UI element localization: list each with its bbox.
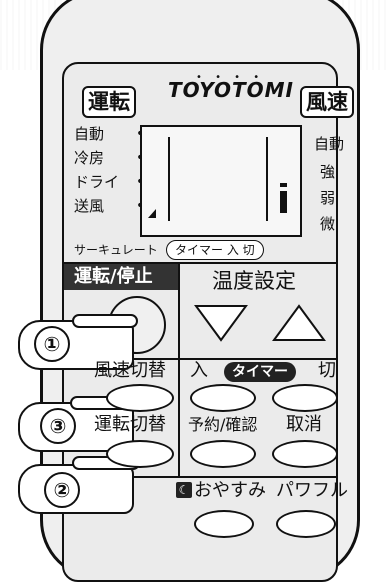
temperature-setting-label: 温度設定 — [212, 269, 296, 293]
divider — [64, 358, 336, 360]
divider — [178, 262, 180, 358]
sleep-button[interactable] — [194, 510, 254, 538]
cancel-button[interactable] — [272, 440, 338, 468]
timer-off-label: 切 — [318, 360, 336, 381]
divider — [64, 476, 336, 478]
fan-speed-label: 風速 — [300, 86, 354, 118]
speed-indicator-icon — [280, 191, 287, 213]
divider — [64, 262, 336, 264]
timer-pill: タイマー — [224, 362, 296, 382]
timer-indicator-pill: タイマー 入 切 — [166, 240, 264, 260]
temperature-down-button[interactable] — [194, 305, 248, 342]
run-switch-button[interactable] — [106, 440, 174, 468]
divider — [178, 358, 180, 476]
run-stop-header — [64, 264, 178, 290]
speed-micro-label: 微 — [320, 215, 336, 233]
temperature-up-button[interactable] — [272, 304, 326, 341]
speed-indicator-icon — [280, 183, 287, 187]
circulate-label: サーキュレート — [74, 243, 158, 257]
reserve-confirm-label: 予約/確認 — [188, 415, 258, 434]
lcd-display — [140, 125, 302, 237]
fan-switch-button[interactable] — [106, 384, 174, 412]
run-mode-label: 運転 — [82, 86, 136, 118]
step-number: ① — [34, 326, 70, 362]
run-switch-label: 運転切替 — [94, 414, 166, 435]
mode-cool-label: 冷房 — [74, 149, 105, 167]
powerful-label: パワフル — [276, 480, 348, 501]
run-stop-label: 運転/停止 — [74, 266, 153, 287]
lcd-segment — [266, 137, 268, 221]
reserve-confirm-button[interactable] — [190, 440, 256, 468]
mode-fan-label: 送風 — [74, 197, 105, 215]
mode-dry-label: ドライ — [74, 173, 120, 191]
step-number: ③ — [40, 408, 76, 444]
mode-indicator-icon — [148, 209, 156, 218]
sleep-label: おやすみ — [194, 480, 266, 501]
speed-high-label: 強 — [320, 163, 336, 181]
moon-icon: ☾ — [176, 482, 192, 498]
lcd-segment — [168, 137, 170, 221]
step-number: ② — [44, 472, 80, 508]
brand-logo: TOYOTOMI — [168, 78, 294, 102]
cancel-label: 取消 — [286, 414, 322, 435]
brand-dots: • • • • — [196, 72, 265, 83]
finger-icon — [72, 314, 138, 328]
timer-on-label: 入 — [190, 360, 208, 381]
temperature-buttons — [194, 304, 326, 342]
timer-off-button[interactable] — [272, 384, 338, 412]
speed-auto-label: 自動 — [314, 135, 345, 153]
timer-on-button[interactable] — [190, 384, 256, 412]
powerful-button[interactable] — [276, 510, 336, 538]
mode-auto-label: 自動 — [74, 125, 105, 143]
fan-switch-label: 風速切替 — [94, 360, 166, 381]
speed-low-label: 弱 — [320, 189, 336, 207]
